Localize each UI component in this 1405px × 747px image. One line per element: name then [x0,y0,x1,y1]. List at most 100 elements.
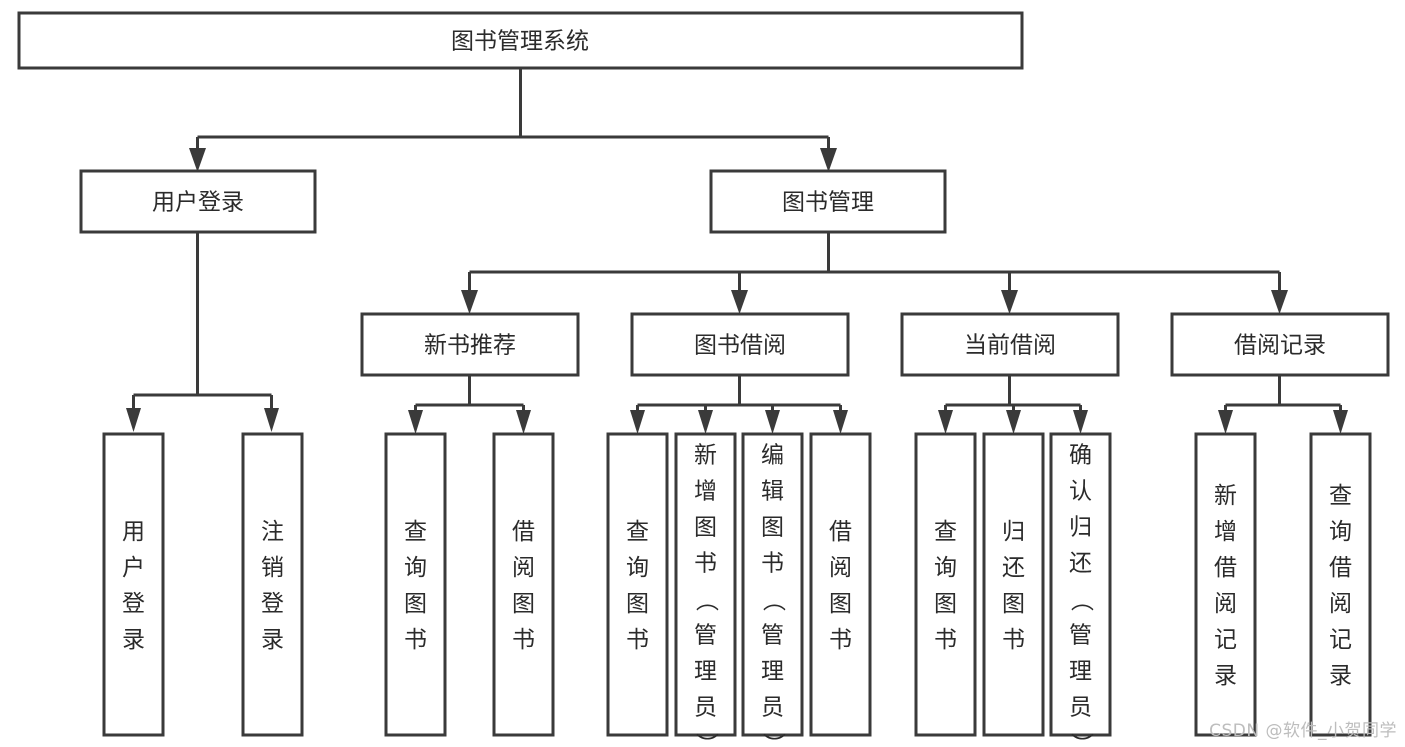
svg-text:图: 图 [512,591,535,617]
leaf-borrow-book-1-box [492,432,555,737]
svg-text:登: 登 [261,591,284,617]
arrow-head-icon-user-login [189,148,206,172]
node-book-manage[interactable]: 图书管理 [709,169,947,234]
svg-text:录: 录 [1329,663,1352,689]
svg-text:理: 理 [1069,659,1092,685]
node-new-book-recommend[interactable]: 新书推荐 [360,312,580,377]
arrow-head-icon-book-borrow [731,290,748,314]
book-borrow-label: 图书借阅 [694,333,786,359]
svg-text:管: 管 [761,623,784,649]
arrow-head-icon-current-borrow [1001,290,1018,314]
leaf-node-edit-book[interactable] [741,432,804,737]
svg-text:询: 询 [934,555,957,581]
book-manage-box [709,169,947,234]
leaf-node-query-book-1[interactable] [384,432,447,737]
svg-text:增: 增 [694,479,717,505]
leaf-node-borrow-book-1[interactable] [492,432,555,737]
leaf-node-user-logout[interactable] [241,432,304,737]
svg-text:查: 查 [1329,483,1352,509]
svg-text:注: 注 [261,519,284,545]
arrow-head-icon-leaf-query-book-2 [630,410,645,434]
svg-text:阅: 阅 [829,555,852,581]
leaf-node-query-record[interactable] [1309,432,1372,737]
svg-text:编: 编 [761,443,784,469]
svg-text:询: 询 [1329,519,1352,545]
leaf-node-borrow-book-2[interactable] [809,432,872,737]
svg-text:）: ） [1068,733,1094,747]
svg-text:书: 书 [404,627,427,653]
svg-text:借: 借 [829,519,852,545]
arrow-head-icon-new-book-recommend [461,290,478,314]
arrow-head-icon-leaf-return-book [1006,410,1021,434]
leaf-edit-book-box [741,432,804,737]
borrow-record-label: 借阅记录 [1234,333,1326,359]
arrow-head-icon-leaf-query-record [1333,410,1348,434]
svg-text:图: 图 [829,591,852,617]
book-manage-label: 图书管理 [782,190,874,216]
leaf-confirm-return-box [1049,432,1112,737]
arrow-head-icon-book-manage [820,148,837,172]
svg-text:理: 理 [694,659,717,685]
current-borrow-box [900,312,1120,377]
borrow-record-box [1170,312,1390,377]
leaf-borrow-book-2-box [809,432,872,737]
leaf-node-query-book-3[interactable] [914,432,977,737]
arrow-head-icon-leaf-query-book-3 [938,410,953,434]
leaf-node-add-book[interactable] [674,432,737,737]
svg-text:用: 用 [122,519,145,545]
node-borrow-record[interactable]: 借阅记录 [1170,312,1390,377]
leaf-node-add-record[interactable] [1194,432,1257,737]
arrow-head-icon-borrow-record [1271,290,1288,314]
svg-text:还: 还 [1069,551,1092,577]
svg-text:（: （ [1068,589,1094,612]
svg-text:查: 查 [404,519,427,545]
leaf-add-record-box [1194,432,1257,737]
node-current-borrow[interactable]: 当前借阅 [900,312,1120,377]
leaf-node-query-book-2[interactable] [606,432,669,737]
svg-text:户: 户 [122,555,145,581]
node-root[interactable]: 图书管理系统 [17,11,1024,70]
leaf-node-confirm-return[interactable] [1049,432,1112,737]
svg-text:图: 图 [934,591,957,617]
svg-text:书: 书 [761,551,784,577]
svg-text:图: 图 [761,515,784,541]
svg-text:新: 新 [694,443,717,469]
svg-text:书: 书 [1002,627,1025,653]
leaf-node-return-book[interactable] [982,432,1045,737]
node-book-borrow[interactable]: 图书借阅 [630,312,850,377]
leaf-return-book-box [982,432,1045,737]
svg-text:阅: 阅 [1329,591,1352,617]
leaf-query-book-1-box [384,432,447,737]
svg-text:辑: 辑 [761,479,784,505]
current-borrow-label: 当前借阅 [964,333,1056,359]
svg-text:录: 录 [1214,663,1237,689]
leaf-labels-group: 用户登录注销登录查询图书借阅图书查询图书新增图书（管理员）编辑图书（管理员）借阅… [122,443,1352,747]
svg-text:查: 查 [626,519,649,545]
svg-text:增: 增 [1214,519,1237,545]
node-user-login[interactable]: 用户登录 [79,169,317,234]
leaf-query-book-2-box [606,432,669,737]
svg-text:图: 图 [404,591,427,617]
arrow-head-icon-leaf-edit-book [765,410,780,434]
svg-text:录: 录 [261,627,284,653]
leaf-user-login-label: 用户登录 [122,519,145,653]
leaf-node-user-login[interactable] [102,432,165,737]
arrow-head-icon-leaf-query-book-1 [408,410,423,434]
new-book-recommend-label: 新书推荐 [424,333,516,359]
svg-text:书: 书 [512,627,535,653]
user-login-label: 用户登录 [152,190,244,216]
svg-text:查: 查 [934,519,957,545]
svg-text:认: 认 [1069,479,1092,505]
svg-text:）: ） [693,733,719,747]
svg-text:书: 书 [626,627,649,653]
